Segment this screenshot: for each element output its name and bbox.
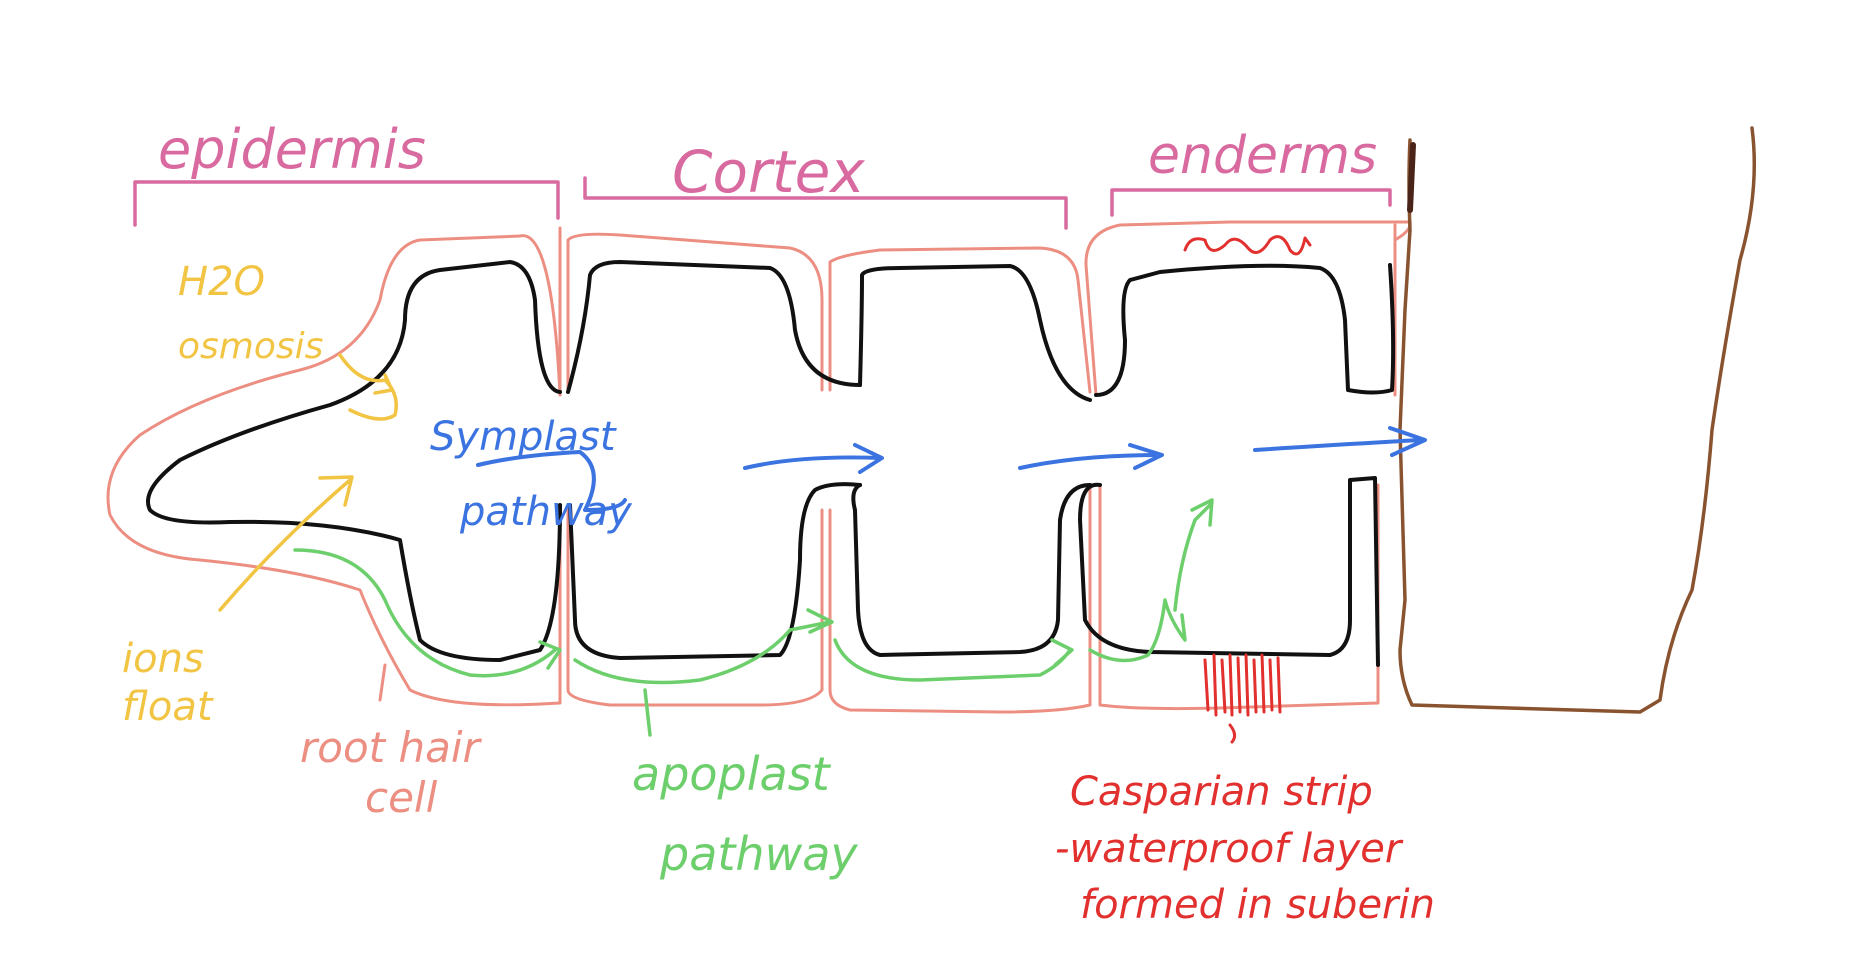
apoplast-path-root-hair xyxy=(293,548,562,678)
ions-arrow xyxy=(218,475,354,612)
suberin-label: formed in suberin xyxy=(1080,882,1435,928)
symplast-swoosh xyxy=(476,450,627,512)
apoplast-up-arrow xyxy=(1173,498,1214,612)
apoplast-pathway-label: pathway xyxy=(659,827,858,881)
cell-cytoplasm xyxy=(146,260,1396,667)
cortex-cell-1-cytoplasm xyxy=(566,260,862,660)
cell-label: cell xyxy=(365,773,438,822)
endodermis-label: enderms xyxy=(1148,126,1377,186)
xylem-outline xyxy=(1398,126,1756,714)
symplast-arrow-2 xyxy=(1018,443,1164,470)
ions-label: ions xyxy=(122,636,204,682)
epidermis-brace xyxy=(133,180,560,227)
endodermis-brace xyxy=(1110,188,1392,217)
endodermis-cell-wall xyxy=(1084,220,1412,711)
symplast-arrow-3 xyxy=(1253,426,1427,457)
section-braces xyxy=(133,176,1392,230)
h2o-label: H2O xyxy=(178,259,265,305)
apoplast-path-cortex-2 xyxy=(833,638,1074,682)
osmosis-label: osmosis xyxy=(178,326,323,367)
endodermis-cell-cytoplasm xyxy=(1078,263,1396,667)
casparian-strip-bottom xyxy=(1203,653,1282,744)
symplast-label: Symplast xyxy=(430,414,617,460)
root-hair-cytoplasm xyxy=(146,260,562,662)
symplast-pathway-label: pathway xyxy=(459,489,633,535)
cortex-brace xyxy=(583,176,1068,230)
casparian-strip xyxy=(1183,235,1312,744)
root-hair-pointer xyxy=(378,663,387,702)
apoplast-label: apoplast xyxy=(632,747,832,801)
waterproof-layer-label: -waterproof layer xyxy=(1055,826,1404,872)
root-hair-label: root hair xyxy=(300,723,483,772)
float-label: float xyxy=(122,684,214,730)
xylem-dark-marker xyxy=(1407,142,1416,213)
cortex-cell-2-cytoplasm xyxy=(851,264,1092,657)
root-hair-cell-wall xyxy=(106,226,562,707)
apoplast-path-cortex-1 xyxy=(573,608,834,685)
epidermis-label: epidermis xyxy=(158,118,426,181)
cortex-cell-2-wall xyxy=(828,246,1092,714)
symplast-arrow-1 xyxy=(743,443,884,474)
cell-walls xyxy=(106,220,1412,714)
cortex-label: Cortex xyxy=(672,138,865,206)
osmosis-arrow xyxy=(338,353,398,421)
apoplast-path-endodermis xyxy=(1088,598,1187,663)
apoplast-label-pointer xyxy=(643,688,652,737)
water-ion-arrows xyxy=(218,353,398,612)
casparian-strip-top xyxy=(1183,235,1312,256)
casparian-strip-label: Casparian strip xyxy=(1070,769,1373,815)
cortex-cell-1-wall xyxy=(566,232,824,707)
symplast-arrows xyxy=(476,426,1427,512)
apoplast-arrows xyxy=(293,498,1214,737)
